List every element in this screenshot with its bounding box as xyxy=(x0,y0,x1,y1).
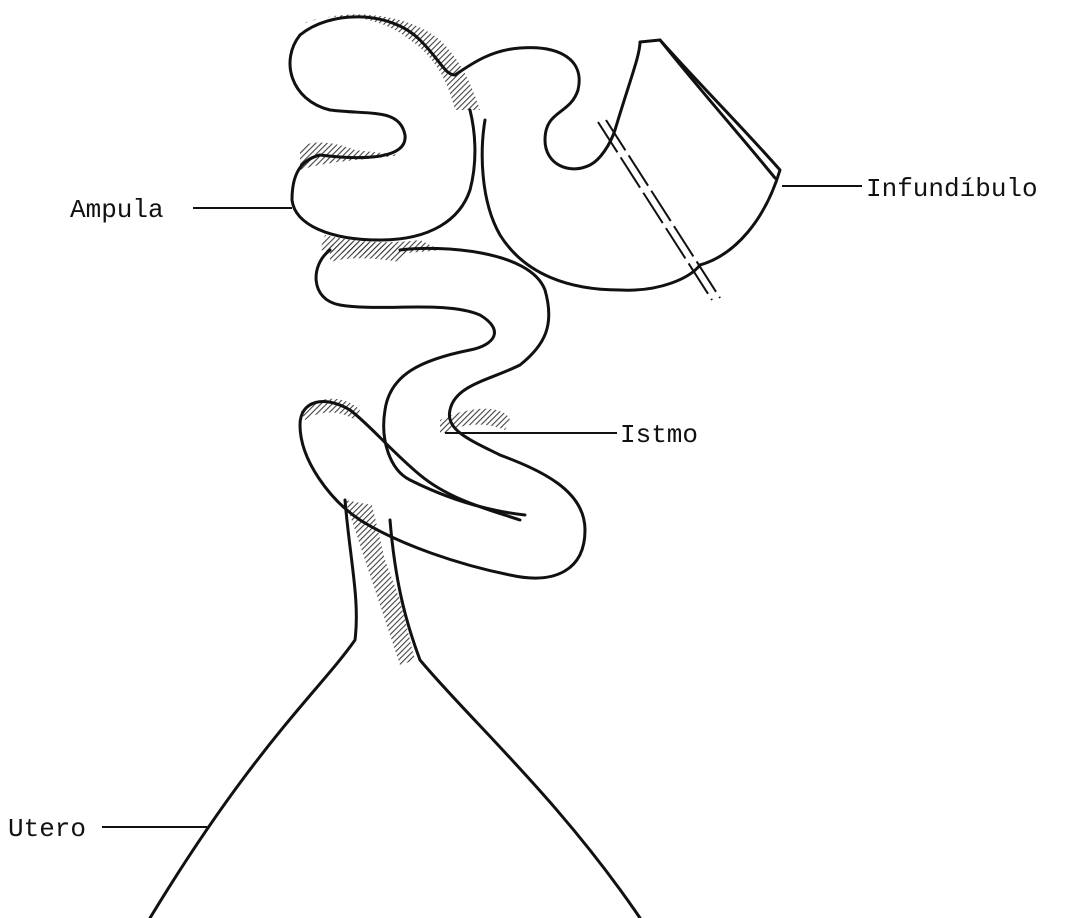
infundibulum-shape xyxy=(598,40,780,300)
isthmus-label: Istmo xyxy=(620,420,698,450)
uterus-shape xyxy=(150,500,640,918)
isthmus-shape xyxy=(300,242,585,578)
infundibulum-label: Infundíbulo xyxy=(866,174,1038,204)
ampulla-label: Ampula xyxy=(70,195,164,225)
uterus-label: Utero xyxy=(8,814,86,844)
